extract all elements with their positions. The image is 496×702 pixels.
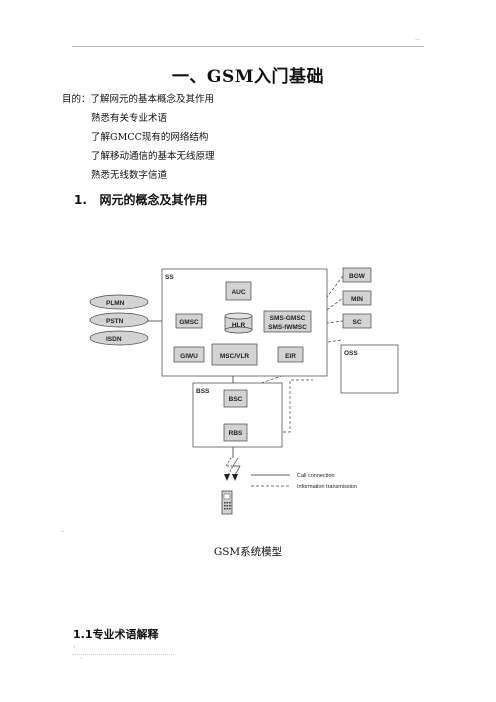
header-rule — [72, 46, 424, 47]
sms-iwmsc-label: SMS-IWMSC — [268, 324, 307, 331]
phone-keypad — [224, 502, 231, 510]
ss-oss-link — [327, 339, 342, 343]
purpose-label: 目的： — [62, 94, 91, 105]
pstn-label: PSTN — [106, 318, 124, 325]
rbs-label: RBS — [229, 430, 243, 437]
isdn-label: ISDN — [106, 336, 122, 343]
msc-vlr-node — [211, 343, 258, 366]
purpose-item: 熟悉无线数字信道 — [91, 170, 168, 181]
sc-node — [342, 313, 372, 329]
bss-label: BSS — [196, 388, 210, 395]
page-title: 一、GSM入门基础 — [171, 67, 325, 87]
footer-rule — [72, 654, 174, 655]
min-label: MIN — [351, 296, 363, 303]
purpose-item: 了解移动通信的基本无线原理 — [91, 151, 215, 162]
sc-label: SC — [352, 319, 361, 326]
oss-label: OSS — [344, 350, 358, 357]
giwu-node — [173, 346, 205, 363]
bsc-node — [223, 389, 248, 408]
radio-link-icon — [225, 457, 234, 476]
section-heading-1-1: 1.1专业术语解释 — [73, 628, 159, 641]
section-title: 网元的概念及其作用 — [99, 193, 208, 207]
bgw-label: BGW — [349, 273, 366, 280]
eir-node — [277, 346, 304, 363]
bsc-label: BSC — [229, 396, 243, 403]
ss-label: SS — [165, 274, 174, 281]
hlr-label: HLR — [232, 322, 246, 329]
antenna-icon — [224, 474, 230, 481]
figure-caption: GSM系统模型 — [213, 546, 283, 558]
pstn-ellipse — [89, 312, 149, 328]
rbs-node — [223, 423, 248, 442]
section-heading-1: 1. 网元的概念及其作用 — [74, 191, 207, 208]
giwu-label: GIWU — [180, 353, 198, 360]
phone-screen — [223, 493, 231, 500]
footer-dot: . — [80, 654, 82, 661]
stray-mark: - — [62, 528, 65, 535]
purpose-item: 了解GMCC现有的网络结构 — [91, 132, 209, 143]
purpose-item: 了解网元的基本概念及其作用 — [90, 94, 215, 105]
eir-label: EIR — [285, 353, 296, 360]
radio-link-icon — [232, 457, 241, 476]
purpose-item: 熟悉有关专业术语 — [91, 113, 168, 124]
legend-information-transmission: Information transmission — [297, 484, 357, 490]
auc-node — [225, 281, 252, 301]
plmn-label: PLMN — [106, 300, 125, 307]
header-mark: .. — [415, 34, 420, 42]
sms-node — [263, 310, 312, 333]
hlr-cylinder-top — [224, 312, 253, 320]
section-number: 1. — [74, 193, 87, 207]
isdn-ellipse — [89, 330, 149, 346]
purpose-line-1: 目的：了解网元的基本概念及其作用 — [62, 91, 214, 105]
hlr-cylinder-bottom — [224, 326, 253, 334]
sms-gmsc-label: SMS-GMSC — [270, 315, 306, 322]
min-node — [342, 290, 372, 306]
oss-box — [340, 344, 399, 394]
plmn-ellipse — [89, 294, 149, 310]
legend-call-connection: Call connection — [297, 473, 335, 479]
gmsc-node — [175, 313, 203, 329]
gmsc-label: GMSC — [179, 319, 199, 326]
antenna-icon — [232, 474, 238, 481]
auc-label: AUC — [231, 289, 245, 296]
bgw-node — [342, 267, 372, 283]
msc-vlr-label: MSC/VLR — [220, 353, 250, 360]
footer-dot: ' — [74, 646, 76, 653]
